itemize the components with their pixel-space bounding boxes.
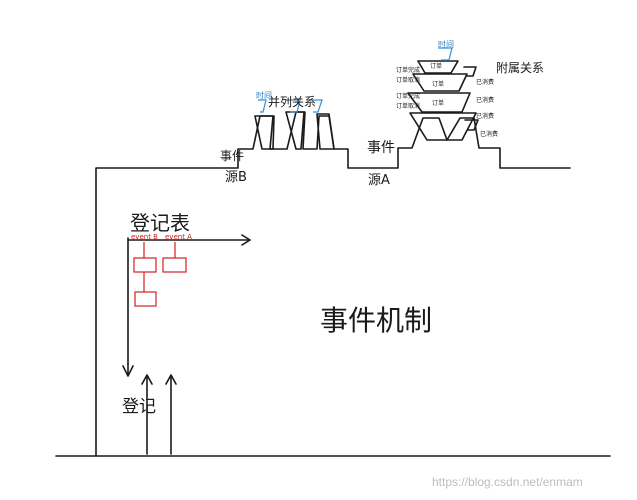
dependency-label: 附属关系 (496, 61, 544, 75)
parallel-label: 并列关系 (268, 95, 316, 109)
dependency-funnel-4 (409, 112, 477, 141)
note-left-1: 订单完成 (396, 66, 420, 74)
dependency-funnel-top (417, 60, 459, 74)
registry-box-b1 (133, 257, 157, 273)
registry-entry-a: event A (165, 233, 192, 241)
register-label-1: 登记 (122, 397, 156, 417)
dependency-funnel-3 (407, 92, 471, 113)
note-left-4: 订单取消 (396, 102, 420, 110)
dependency-funnel-2 (412, 73, 468, 92)
parallel-funnel-2 (285, 111, 305, 150)
registry-timeline-arrowhead (122, 365, 134, 377)
time-mark-a (438, 47, 453, 61)
registry-box-a1 (162, 257, 187, 273)
time-label-a: 时间 (438, 39, 454, 49)
side-gate-2 (464, 119, 479, 131)
side-gate-1 (463, 66, 477, 77)
event-b-label: 事件 (220, 149, 244, 163)
diagram-title: 事件机制 (320, 304, 432, 337)
event-a-label: 事件 (367, 140, 395, 156)
time-mark-b2 (286, 99, 301, 113)
time-mark-b3 (310, 99, 323, 113)
registry-box-b2 (134, 291, 157, 307)
funnel-label-3: 订单 (432, 99, 444, 107)
source-b-label: 源B (225, 170, 247, 185)
registry-entry-b: event B (131, 233, 158, 241)
system-outline (95, 111, 571, 457)
funnel-label-2: 订单 (432, 80, 444, 88)
note-right-4: 已消费 (480, 130, 498, 138)
note-left-3: 订单完成 (396, 92, 420, 100)
parallel-funnel-1 (254, 115, 275, 150)
time-mark-b1 (258, 99, 267, 113)
registry-arrowhead (241, 234, 251, 246)
funnel-label-1: 订单 (430, 62, 442, 70)
watermark: https://blog.csdn.net/enmam (432, 475, 583, 489)
note-right-2: 已消费 (476, 96, 494, 104)
source-a-label: 源A (368, 173, 390, 188)
time-label-b: 时间 (256, 90, 272, 100)
parallel-funnel-3 (316, 113, 335, 150)
note-right-3: 已消费 (476, 112, 494, 120)
register-arrowhead-1 (141, 374, 153, 385)
registry-label: 登记表 (130, 211, 190, 235)
note-left-2: 订单取消 (396, 76, 420, 84)
register-arrowhead-2 (165, 374, 177, 385)
note-right-1: 已消费 (476, 78, 494, 86)
